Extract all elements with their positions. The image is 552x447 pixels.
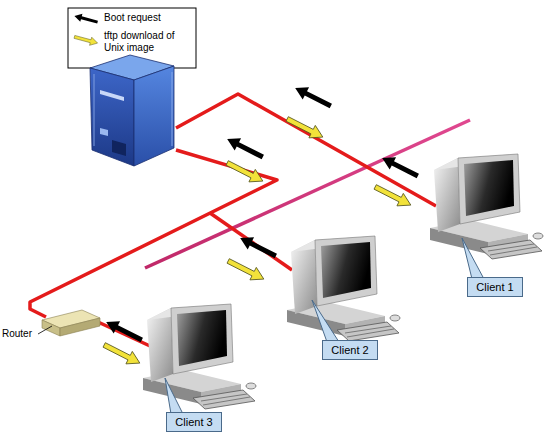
boot-request-arrow <box>379 152 421 183</box>
router-box <box>42 310 100 336</box>
client-label: Client 2 <box>323 341 377 359</box>
legend-text: tftp download of Unix image <box>104 30 176 54</box>
client-computer <box>430 154 543 259</box>
client-callout: Client 3 <box>166 412 222 432</box>
tftp-download-arrow <box>101 339 143 370</box>
boot-request-arrow <box>224 133 266 164</box>
server-tower <box>90 55 174 166</box>
tftp-download-arrow <box>372 181 414 212</box>
client-label: Client 3 <box>167 413 221 431</box>
legend-arrow-black <box>73 12 98 26</box>
legend-arrow-yellow <box>73 33 98 47</box>
network-cable <box>98 322 150 346</box>
client-callout: Client 2 <box>322 340 378 360</box>
boot-request-arrow <box>103 316 145 347</box>
tftp-download-arrow <box>225 255 267 286</box>
callout-tail <box>462 238 484 279</box>
client-label: Client 1 <box>468 278 522 296</box>
client-computer <box>143 304 256 409</box>
network-cable <box>176 94 436 206</box>
tftp-download-arrow <box>224 157 266 188</box>
client-computer <box>287 236 400 341</box>
boot-request-arrow <box>237 232 279 263</box>
part-label: Router <box>2 328 32 339</box>
boot-request-arrow <box>292 82 334 113</box>
callout-tail <box>165 378 183 414</box>
legend-text: Boot request <box>104 12 192 24</box>
network-cable <box>210 213 292 270</box>
leader-line <box>38 326 52 334</box>
callout-tail <box>312 300 339 342</box>
tftp-download-arrow <box>284 113 326 144</box>
client-callout: Client 1 <box>467 277 523 297</box>
